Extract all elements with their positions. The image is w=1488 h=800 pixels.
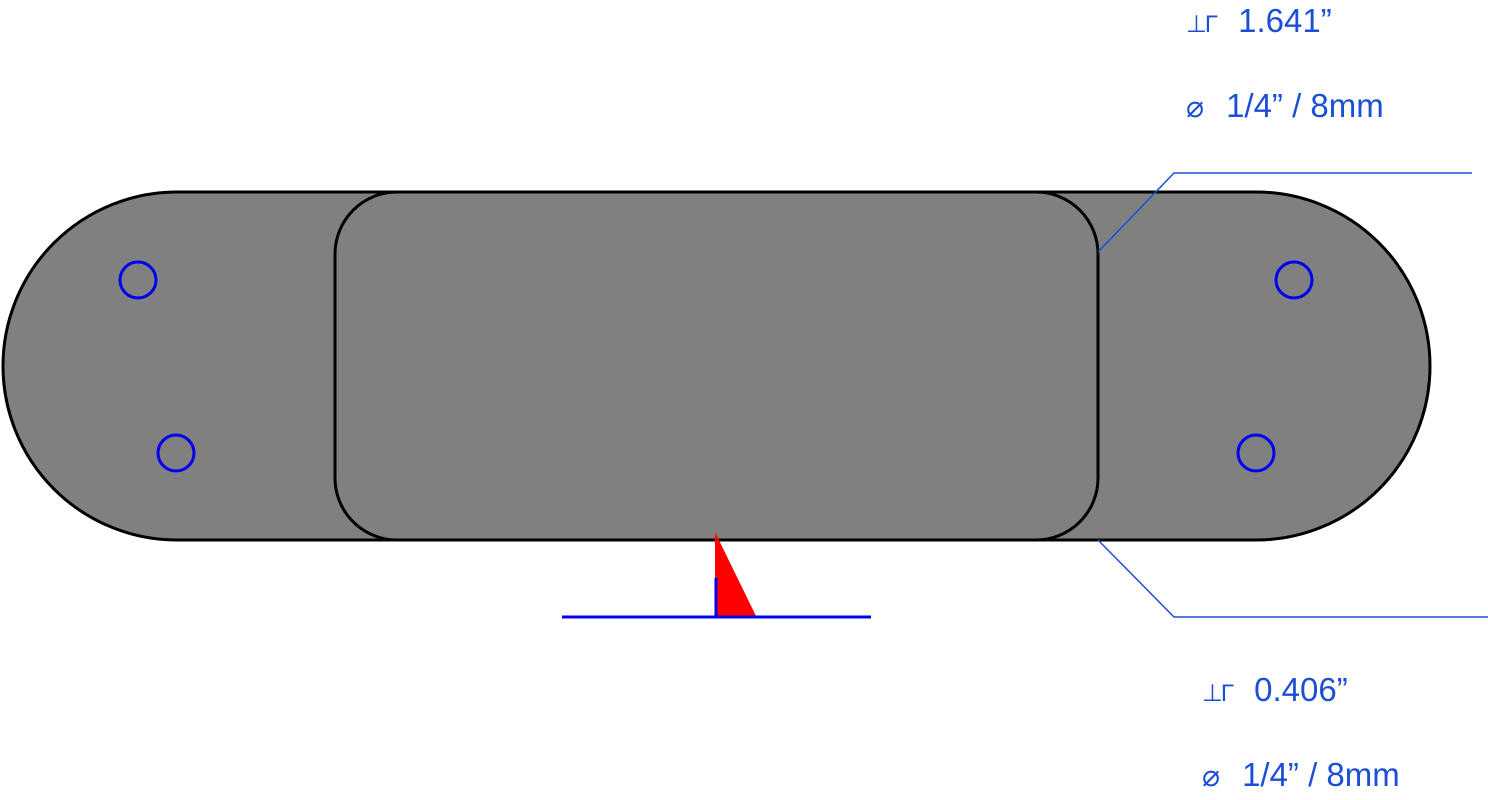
top-diameter-value: 1/4” / 8mm: [1226, 87, 1384, 124]
depth-icon: ⊥Γ: [1202, 680, 1234, 707]
hole-right-upper: [1274, 260, 1314, 300]
hole-right-lower: [1236, 433, 1276, 473]
leader-line-top: [1097, 172, 1472, 253]
inner-pocket: [333, 190, 1100, 542]
depth-icon: ⊥Γ: [1186, 11, 1218, 38]
bottom-depth-value: 0.406”: [1254, 671, 1348, 708]
hole-left-upper: [118, 260, 158, 300]
top-depth-callout: ⊥Γ 1.641”: [1186, 4, 1332, 37]
bottom-depth-callout: ⊥Γ 0.406”: [1202, 673, 1348, 706]
origin-marker-flag: [715, 532, 756, 616]
hole-left-lower: [156, 433, 196, 473]
bottom-diameter-value: 1/4” / 8mm: [1242, 756, 1400, 793]
top-depth-value: 1.641”: [1238, 2, 1332, 39]
diameter-icon: ⌀: [1202, 760, 1221, 793]
top-diameter-callout: ⌀ 1/4” / 8mm: [1186, 89, 1384, 123]
leader-line-bottom: [1097, 539, 1488, 618]
diameter-icon: ⌀: [1186, 91, 1205, 124]
bottom-diameter-callout: ⌀ 1/4” / 8mm: [1202, 758, 1400, 792]
